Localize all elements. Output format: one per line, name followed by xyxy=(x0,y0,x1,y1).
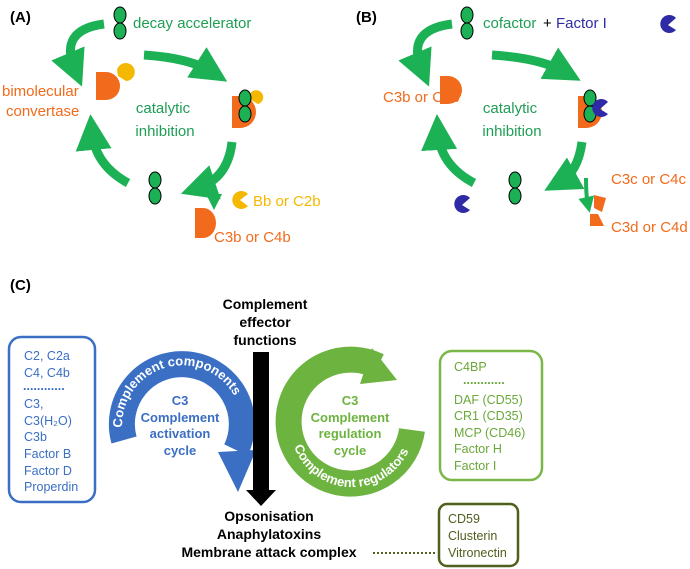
c3c-fragment-icon xyxy=(594,195,606,212)
catalytic-label-b: catalytic xyxy=(483,100,538,117)
component-item: Properdin xyxy=(24,480,78,494)
arrow-icon xyxy=(421,114,477,187)
activation-line: activation xyxy=(150,426,211,441)
component-item: Factor B xyxy=(24,447,71,461)
arrow-icon xyxy=(578,177,595,213)
mac-regulators-list: CD59 Clusterin Vitronectin xyxy=(448,512,507,560)
regulators-list: C4BP ............ DAF (CD55) CR1 (CD35) … xyxy=(454,360,525,473)
effector-line: functions xyxy=(234,332,297,348)
regulation-center-text: C3 Complement regulation cycle xyxy=(311,393,390,458)
c3b-c4b-label-b: C3b or C4b xyxy=(383,89,460,106)
inhibition-label: inhibition xyxy=(135,123,194,140)
activation-cycle-arrow xyxy=(108,351,255,456)
components-box xyxy=(7,335,97,504)
cofactor-complex-icon xyxy=(578,89,608,128)
regulation-line: cycle xyxy=(334,443,367,458)
panel-a: (A) decay accelerator bimolecular conver… xyxy=(2,6,321,246)
regulator-item: MCP (CD46) xyxy=(454,426,525,440)
cofactor-label: cofactor xyxy=(483,15,536,32)
c3d-fragment-icon xyxy=(590,214,604,226)
component-item: C2, C2a xyxy=(24,349,70,363)
outcome-item: Membrane attack complex xyxy=(181,544,356,560)
factor-i-label: Factor I xyxy=(556,15,607,32)
component-item: C3(H₂O) xyxy=(24,414,72,428)
component-item: C3, xyxy=(24,397,43,411)
c3b-c4b-label: C3b or C4b xyxy=(214,229,291,246)
bb-fragment-icon xyxy=(117,63,135,81)
mac-regulator-item: Vitronectin xyxy=(448,546,507,560)
bb-c2b-icon xyxy=(232,191,248,209)
arrow-icon xyxy=(398,19,453,87)
panel-b-label: (B) xyxy=(356,9,377,26)
mac-regulators-box xyxy=(437,502,520,568)
regulator-item: Factor H xyxy=(454,442,502,456)
bb-c2b-label: Bb or C2b xyxy=(253,193,321,210)
component-item: C3b xyxy=(24,430,47,444)
activation-line: Complement xyxy=(141,410,220,425)
cycle-arrows xyxy=(51,19,237,210)
c3d-c4d-label: C3d or C4d xyxy=(611,219,688,236)
c3c-c4c-label: C3c or C4c xyxy=(611,171,687,188)
cycle-arrows-b xyxy=(398,19,595,213)
c3b-c4b-icon xyxy=(195,208,216,238)
outcome-item: Opsonisation xyxy=(224,508,313,524)
arrow-icon xyxy=(180,141,237,200)
effector-functions-title: Complement effector functions xyxy=(223,296,308,348)
regulators-divider: ............ xyxy=(463,373,505,387)
regulation-line: C3 xyxy=(342,393,359,408)
effector-arrowhead-icon xyxy=(246,490,276,506)
regulation-line: Complement xyxy=(311,410,390,425)
regulator-item: CR1 (CD35) xyxy=(454,409,523,423)
activation-arrowhead-icon xyxy=(218,450,256,492)
regulator-item: C4BP xyxy=(454,360,487,374)
outcomes-list: Opsonisation Anaphylatoxins Membrane att… xyxy=(181,508,356,560)
activation-line: cycle xyxy=(164,443,197,458)
panel-a-label: (A) xyxy=(10,9,31,26)
effector-arrow-shaft xyxy=(253,352,269,492)
convertase-label: convertase xyxy=(6,103,79,120)
inhibited-complex-icon xyxy=(232,89,264,128)
arrow-icon xyxy=(491,47,581,81)
regulation-line: regulation xyxy=(319,426,382,441)
effector-line: effector xyxy=(239,314,291,330)
released-cofactor-icon xyxy=(508,171,522,205)
decay-accelerator-label: decay accelerator xyxy=(133,15,251,32)
effector-line: Complement xyxy=(223,296,308,312)
released-factor-i-icon xyxy=(454,195,470,214)
component-item: Factor D xyxy=(24,464,72,478)
panel-c: (C) Complement effector functions Comple… xyxy=(7,277,544,568)
components-divider: ............ xyxy=(23,379,65,393)
inhibition-label-b: inhibition xyxy=(482,123,541,140)
arrow-icon xyxy=(51,19,105,87)
c3b-icon xyxy=(440,76,462,104)
cofactor-icon xyxy=(460,6,474,40)
activation-line: C3 xyxy=(172,393,189,408)
regulators-box xyxy=(438,349,544,482)
mac-regulator-item: Clusterin xyxy=(448,529,497,543)
regulation-cycle-arrow xyxy=(275,346,425,497)
arrow-icon xyxy=(544,141,587,191)
plus-label: + xyxy=(543,15,552,32)
regulation-arrowhead-icon xyxy=(360,348,397,384)
component-item: C4, C4b xyxy=(24,366,70,380)
decay-accelerator-icon xyxy=(113,6,127,40)
bimolecular-label: bimolecular xyxy=(2,83,79,100)
released-regulator-icon xyxy=(148,171,162,205)
convertase-c3b-icon xyxy=(96,72,120,100)
outcome-item: Anaphylatoxins xyxy=(217,526,321,542)
panel-b: (B) cofactor + Factor I C3b or C4b catal… xyxy=(356,6,688,236)
factor-i-icon xyxy=(660,15,676,33)
panel-c-label: (C) xyxy=(10,277,31,294)
activation-center-text: C3 Complement activation cycle xyxy=(141,393,220,458)
regulator-item: Factor I xyxy=(454,459,496,473)
arrow-icon xyxy=(205,179,222,210)
mac-regulator-item: CD59 xyxy=(448,512,480,526)
arrow-icon xyxy=(143,47,228,82)
components-list: C2, C2a C4, C4b ............ C3, C3(H₂O)… xyxy=(23,349,78,494)
catalytic-label: catalytic xyxy=(136,100,191,117)
regulator-item: DAF (CD55) xyxy=(454,393,523,407)
arrow-icon xyxy=(75,114,131,187)
